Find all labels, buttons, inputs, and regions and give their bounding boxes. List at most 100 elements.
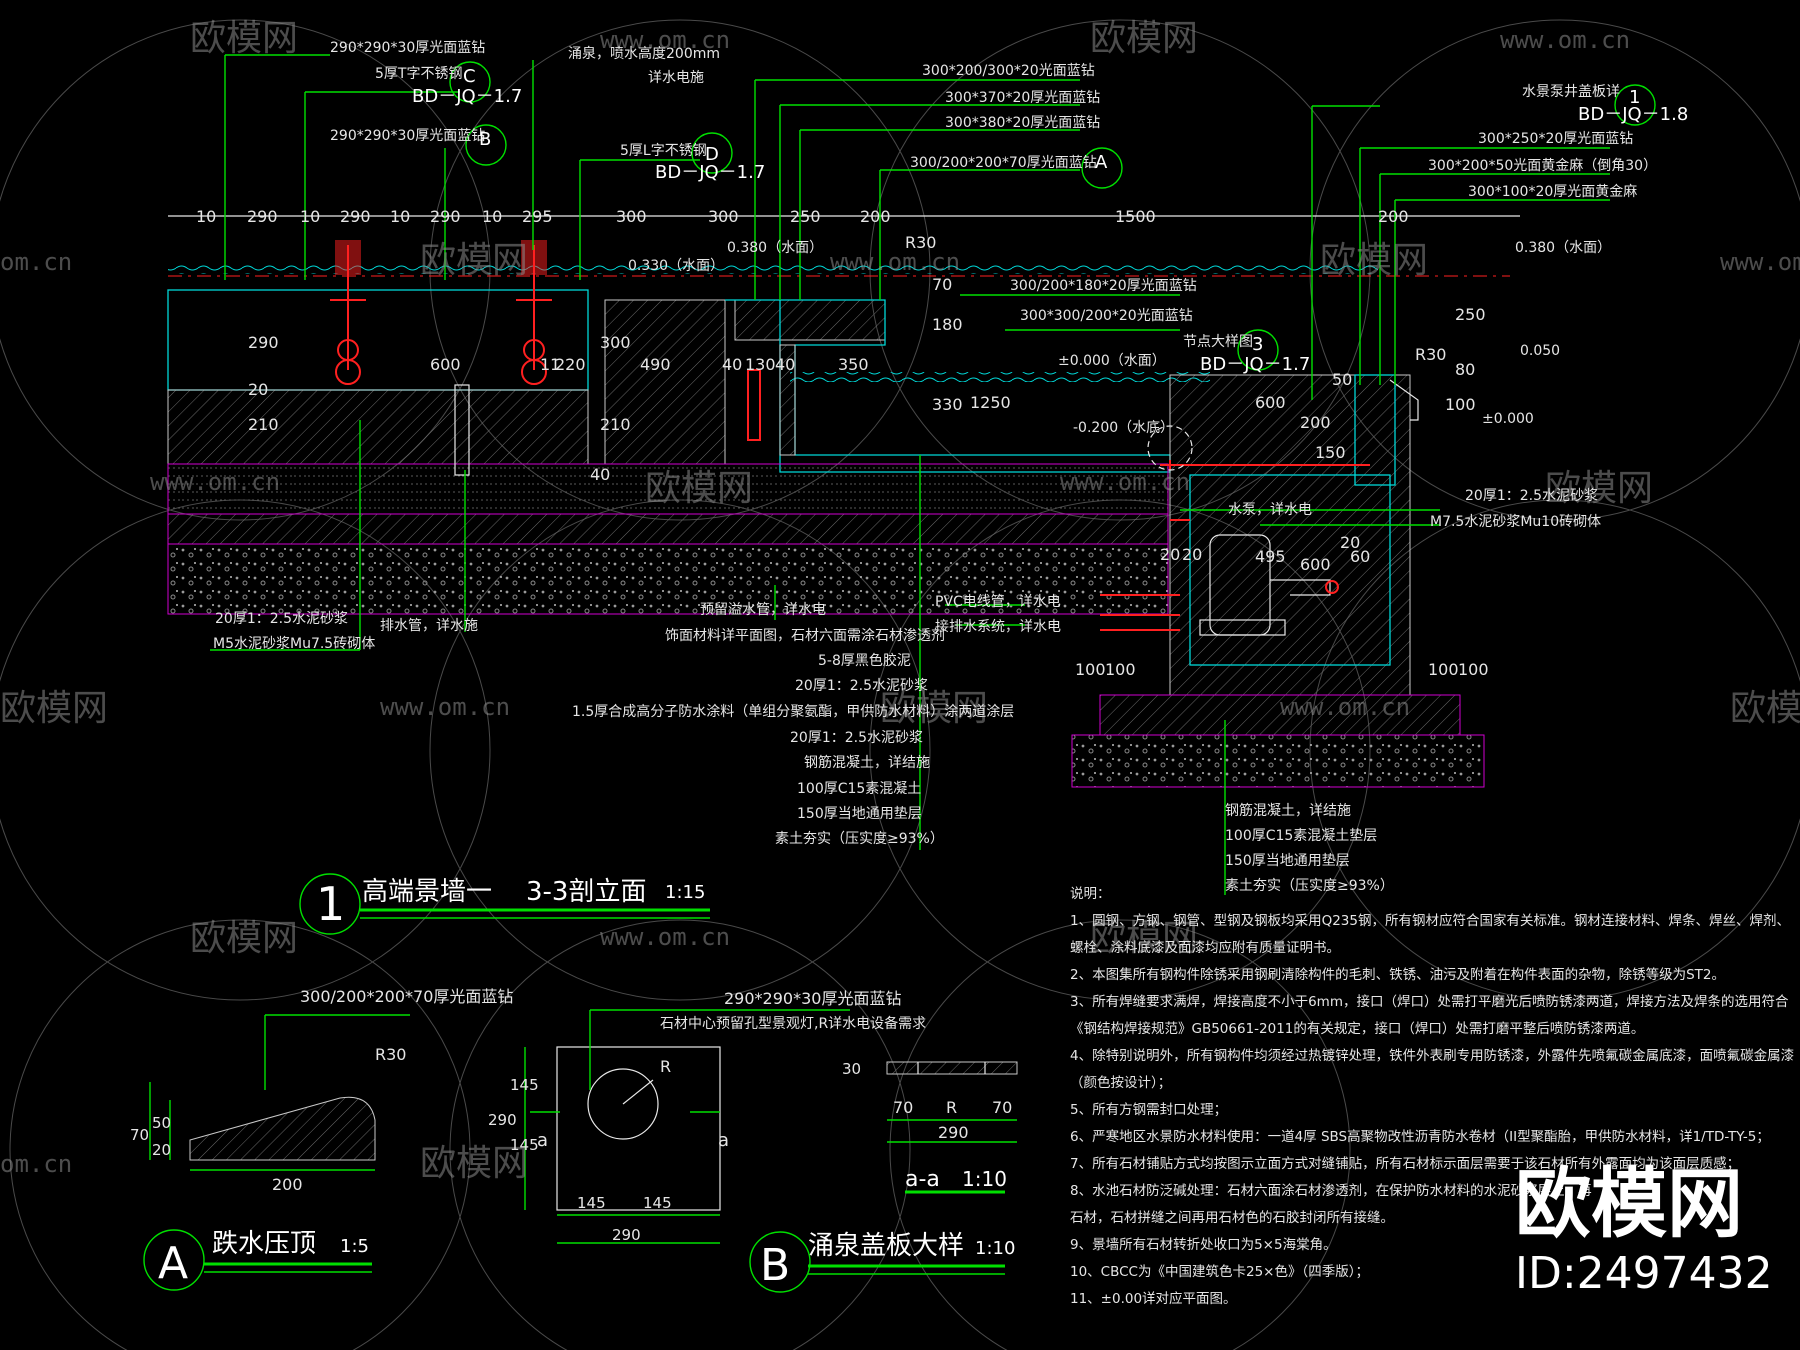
svg-text:70: 70: [932, 275, 952, 294]
svg-text:300*100*20厚光面黄金麻: 300*100*20厚光面黄金麻: [1468, 183, 1637, 200]
svg-text:M7.5水泥砂浆Mu10砖砌体: M7.5水泥砂浆Mu10砖砌体: [1430, 514, 1601, 530]
svg-text:290*290*30厚光面蓝钻: 290*290*30厚光面蓝钻: [330, 40, 485, 56]
svg-text:4、除特别说明外，所有钢构件均须经过热镀锌处理，铁件外表刷专: 4、除特别说明外，所有钢构件均须经过热镀锌处理，铁件外表刷专用防锈漆，外露件先喷…: [1070, 1047, 1794, 1064]
svg-text:饰面材料详平面图，石材六面需涂石材渗透剂: 饰面材料详平面图，石材六面需涂石材渗透剂: [665, 628, 945, 644]
svg-text:20: 20: [1160, 545, 1180, 564]
svg-text:290: 290: [430, 207, 461, 226]
svg-text:螺栓、涂料底漆及面漆均应附有质量证明书。: 螺栓、涂料底漆及面漆均应附有质量证明书。: [1070, 939, 1340, 956]
svg-text:3、所有焊缝要求满焊，焊接高度不小于6mm，接口（焊口）处需: 3、所有焊缝要求满焊，焊接高度不小于6mm，接口（焊口）处需打平磨光后喷防锈漆两…: [1070, 993, 1789, 1010]
svg-text:130: 130: [745, 355, 776, 374]
svg-text:70: 70: [130, 1126, 149, 1144]
svg-text:295: 295: [522, 207, 553, 226]
svg-text:490: 490: [640, 355, 671, 374]
svg-text:20: 20: [1182, 545, 1202, 564]
svg-text:290*290*30厚光面蓝钻: 290*290*30厚光面蓝钻: [724, 989, 901, 1008]
svg-text:7、所有石材铺贴方式均按图示立面方式对缝铺贴，所有石材标示面: 7、所有石材铺贴方式均按图示立面方式对缝铺贴，所有石材标示面层需要于该石材所有外…: [1070, 1155, 1740, 1172]
svg-text:素土夯实（压实度≥93%）: 素土夯实（压实度≥93%）: [1225, 878, 1394, 894]
svg-text:100厚C15素混凝土垫层: 100厚C15素混凝土垫层: [1225, 828, 1377, 844]
svg-text:±0.000: ±0.000: [1482, 411, 1534, 427]
watermark-brand: 欧模网: [190, 918, 298, 959]
svg-text:1、圆钢、方钢、钢管、型钢及钢板均采用Q235钢，所有钢材应: 1、圆钢、方钢、钢管、型钢及钢板均采用Q235钢，所有钢材应符合国家有关标准。钢…: [1070, 912, 1790, 929]
svg-text:水景泵井盖板详: 水景泵井盖板详: [1522, 84, 1620, 100]
svg-text:1: 1: [316, 877, 345, 931]
svg-text:-0.200（水底）: -0.200（水底）: [1073, 420, 1174, 436]
detail-a-geometry: [149, 1014, 410, 1171]
svg-text:M5水泥砂浆Mu7.5砖砌体: M5水泥砂浆Mu7.5砖砌体: [213, 636, 375, 652]
svg-text:250: 250: [1455, 305, 1486, 324]
brand-stamp-name: 欧模网: [1515, 1159, 1743, 1248]
svg-text:50: 50: [152, 1114, 171, 1132]
main-title: 1 高端景墙一 3-3剖立面 1:15: [316, 877, 705, 931]
watermark-url: www.om.cn: [1500, 26, 1630, 54]
watermark-brand: 欧模网: [1545, 468, 1653, 509]
watermark-brand: 欧模网: [645, 468, 753, 509]
svg-text:a-a: a-a: [905, 1167, 940, 1192]
main-labels: 290*290*30厚光面蓝钻 涌泉，喷水高度200mm 详水电施 5厚T字不锈…: [213, 40, 1688, 894]
svg-text:300*370*20厚光面蓝钻: 300*370*20厚光面蓝钻: [945, 90, 1100, 106]
svg-text:150厚当地通用垫层: 150厚当地通用垫层: [1225, 853, 1350, 869]
svg-text:330: 330: [932, 395, 963, 414]
svg-text:石材，石材拼缝之间再用石材色的石胶封闭所有接缝。: 石材，石材拼缝之间再用石材色的石胶封闭所有接缝。: [1070, 1209, 1394, 1226]
detail-aa-geometry: [886, 1061, 1018, 1143]
svg-text:5-8厚黑色胶泥: 5-8厚黑色胶泥: [818, 652, 911, 669]
svg-text:300*380*20厚光面蓝钻: 300*380*20厚光面蓝钻: [945, 115, 1100, 131]
svg-text:A: A: [158, 1238, 188, 1289]
detail-b-text: 290*290*30厚光面蓝钻 石材中心预留孔型景观灯,R详水电设备需求 145…: [488, 989, 1015, 1291]
watermark-url: www.om.cn: [600, 923, 730, 951]
svg-text:40: 40: [590, 465, 610, 484]
watermark-url: www.om.cn: [380, 693, 510, 721]
svg-text:10: 10: [300, 207, 320, 226]
svg-text:300*200*50光面黄金麻（倒角30）: 300*200*50光面黄金麻（倒角30）: [1428, 157, 1657, 174]
svg-text:R30: R30: [905, 233, 936, 252]
svg-text:高端景墙一: 高端景墙一: [362, 877, 492, 907]
svg-text:接排水系统，详水电: 接排水系统，详水电: [935, 618, 1061, 635]
svg-text:220: 220: [555, 355, 586, 374]
svg-text:5厚L字不锈钢: 5厚L字不锈钢: [620, 143, 707, 159]
svg-text:180: 180: [932, 315, 963, 334]
svg-text:100: 100: [1445, 395, 1476, 414]
inner-dimensions: 600 11 220 490 40 130 40 350 1250 600 49…: [248, 233, 1489, 679]
notes-block: 说明： 1、圆钢、方钢、钢管、型钢及钢板均采用Q235钢，所有钢材应符合国家有关…: [1070, 886, 1794, 1307]
svg-text:1:10: 1:10: [962, 1167, 1007, 1191]
svg-text:100厚C15素混凝土: 100厚C15素混凝土: [797, 781, 921, 797]
notes-title: 说明：: [1070, 886, 1111, 902]
svg-text:40: 40: [722, 355, 742, 374]
svg-text:10: 10: [196, 207, 216, 226]
svg-text:600: 600: [430, 355, 461, 374]
svg-text:11、±0.00详对应平面图。: 11、±0.00详对应平面图。: [1070, 1290, 1237, 1307]
watermark-brand: 欧模网: [1320, 240, 1428, 281]
svg-text:300: 300: [600, 333, 631, 352]
svg-text:3-3剖立面: 3-3剖立面: [526, 877, 646, 907]
svg-text:0.380（水面）: 0.380（水面）: [727, 240, 823, 256]
svg-text:80: 80: [1455, 360, 1475, 379]
svg-text:150厚当地通用垫层: 150厚当地通用垫层: [797, 806, 922, 822]
svg-text:节点大样图: 节点大样图: [1183, 334, 1253, 350]
svg-text:300*250*20厚光面蓝钻: 300*250*20厚光面蓝钻: [1478, 131, 1633, 147]
svg-text:210: 210: [248, 415, 279, 434]
watermark-brand: 欧模网: [880, 688, 988, 729]
svg-text:排水管，详水施: 排水管，详水施: [380, 618, 478, 634]
top-dimensions: 10 290 10 290 10 290 10 295 300 300 250 …: [196, 207, 1409, 226]
svg-text:300/200*200*70厚光面蓝钻: 300/200*200*70厚光面蓝钻: [910, 155, 1097, 171]
svg-text:B: B: [479, 129, 491, 150]
svg-text:1500: 1500: [1115, 207, 1156, 226]
svg-text:20厚1：2.5水泥砂浆: 20厚1：2.5水泥砂浆: [215, 611, 348, 627]
svg-text:100: 100: [1428, 660, 1459, 679]
svg-text:8、水池石材防泛碱处理：石材六面涂石材渗透剂，在保护防水材料: 8、水池石材防泛碱处理：石材六面涂石材渗透剂，在保护防水材料的水泥砂浆层上，再: [1070, 1183, 1592, 1199]
svg-text:300/200*180*20厚光面蓝钻: 300/200*180*20厚光面蓝钻: [1010, 278, 1197, 294]
svg-text:290: 290: [488, 1111, 517, 1129]
svg-text:200: 200: [1378, 207, 1409, 226]
svg-text:R30: R30: [1415, 345, 1446, 364]
svg-text:涌泉，喷水高度200mm: 涌泉，喷水高度200mm: [568, 45, 720, 62]
svg-text:《钢结构焊接规范》GB50661-2011的有关规定，接口（: 《钢结构焊接规范》GB50661-2011的有关规定，接口（焊口）处需打磨平整后…: [1070, 1020, 1644, 1037]
title-bars: [143, 873, 1005, 1293]
svg-text:150: 150: [1315, 443, 1346, 462]
svg-text:20厚1：2.5水泥砂浆: 20厚1：2.5水泥砂浆: [1465, 488, 1598, 504]
svg-text:水泵，详水电: 水泵，详水电: [1228, 502, 1312, 518]
svg-text:9、景墙所有石材转折处收口为5×5海棠角。: 9、景墙所有石材转折处收口为5×5海棠角。: [1070, 1237, 1337, 1253]
svg-text:R30: R30: [375, 1045, 406, 1064]
svg-text:600: 600: [1255, 393, 1286, 412]
svg-text:300*300/200*20光面蓝钻: 300*300/200*20光面蓝钻: [1020, 308, 1193, 324]
svg-text:145: 145: [510, 1076, 539, 1094]
svg-text:1:10: 1:10: [975, 1238, 1015, 1259]
